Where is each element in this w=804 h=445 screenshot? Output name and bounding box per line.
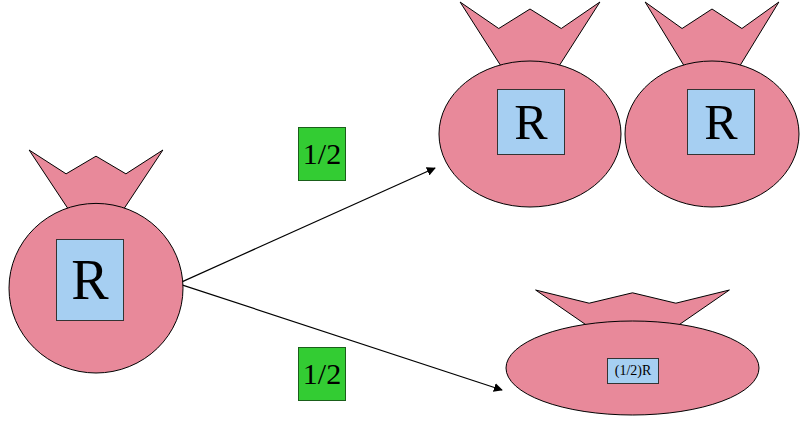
money-bag: R [438,0,622,208]
bag-body [506,321,759,415]
money-bag: (1/2)R [505,288,760,416]
amount-label: (1/2)R [607,358,660,384]
bag-shape [505,288,760,416]
bag-body [439,61,621,207]
bag-body [625,61,799,207]
probability-label: 1/2 [298,127,346,181]
probability-arrow [178,168,435,284]
amount-label: R [56,239,123,321]
money-bag: R [624,0,800,208]
money-bag: R [8,148,184,374]
probability-label: 1/2 [298,347,346,401]
amount-label: R [687,89,754,155]
amount-label: R [497,89,564,155]
bag-body [9,203,183,373]
